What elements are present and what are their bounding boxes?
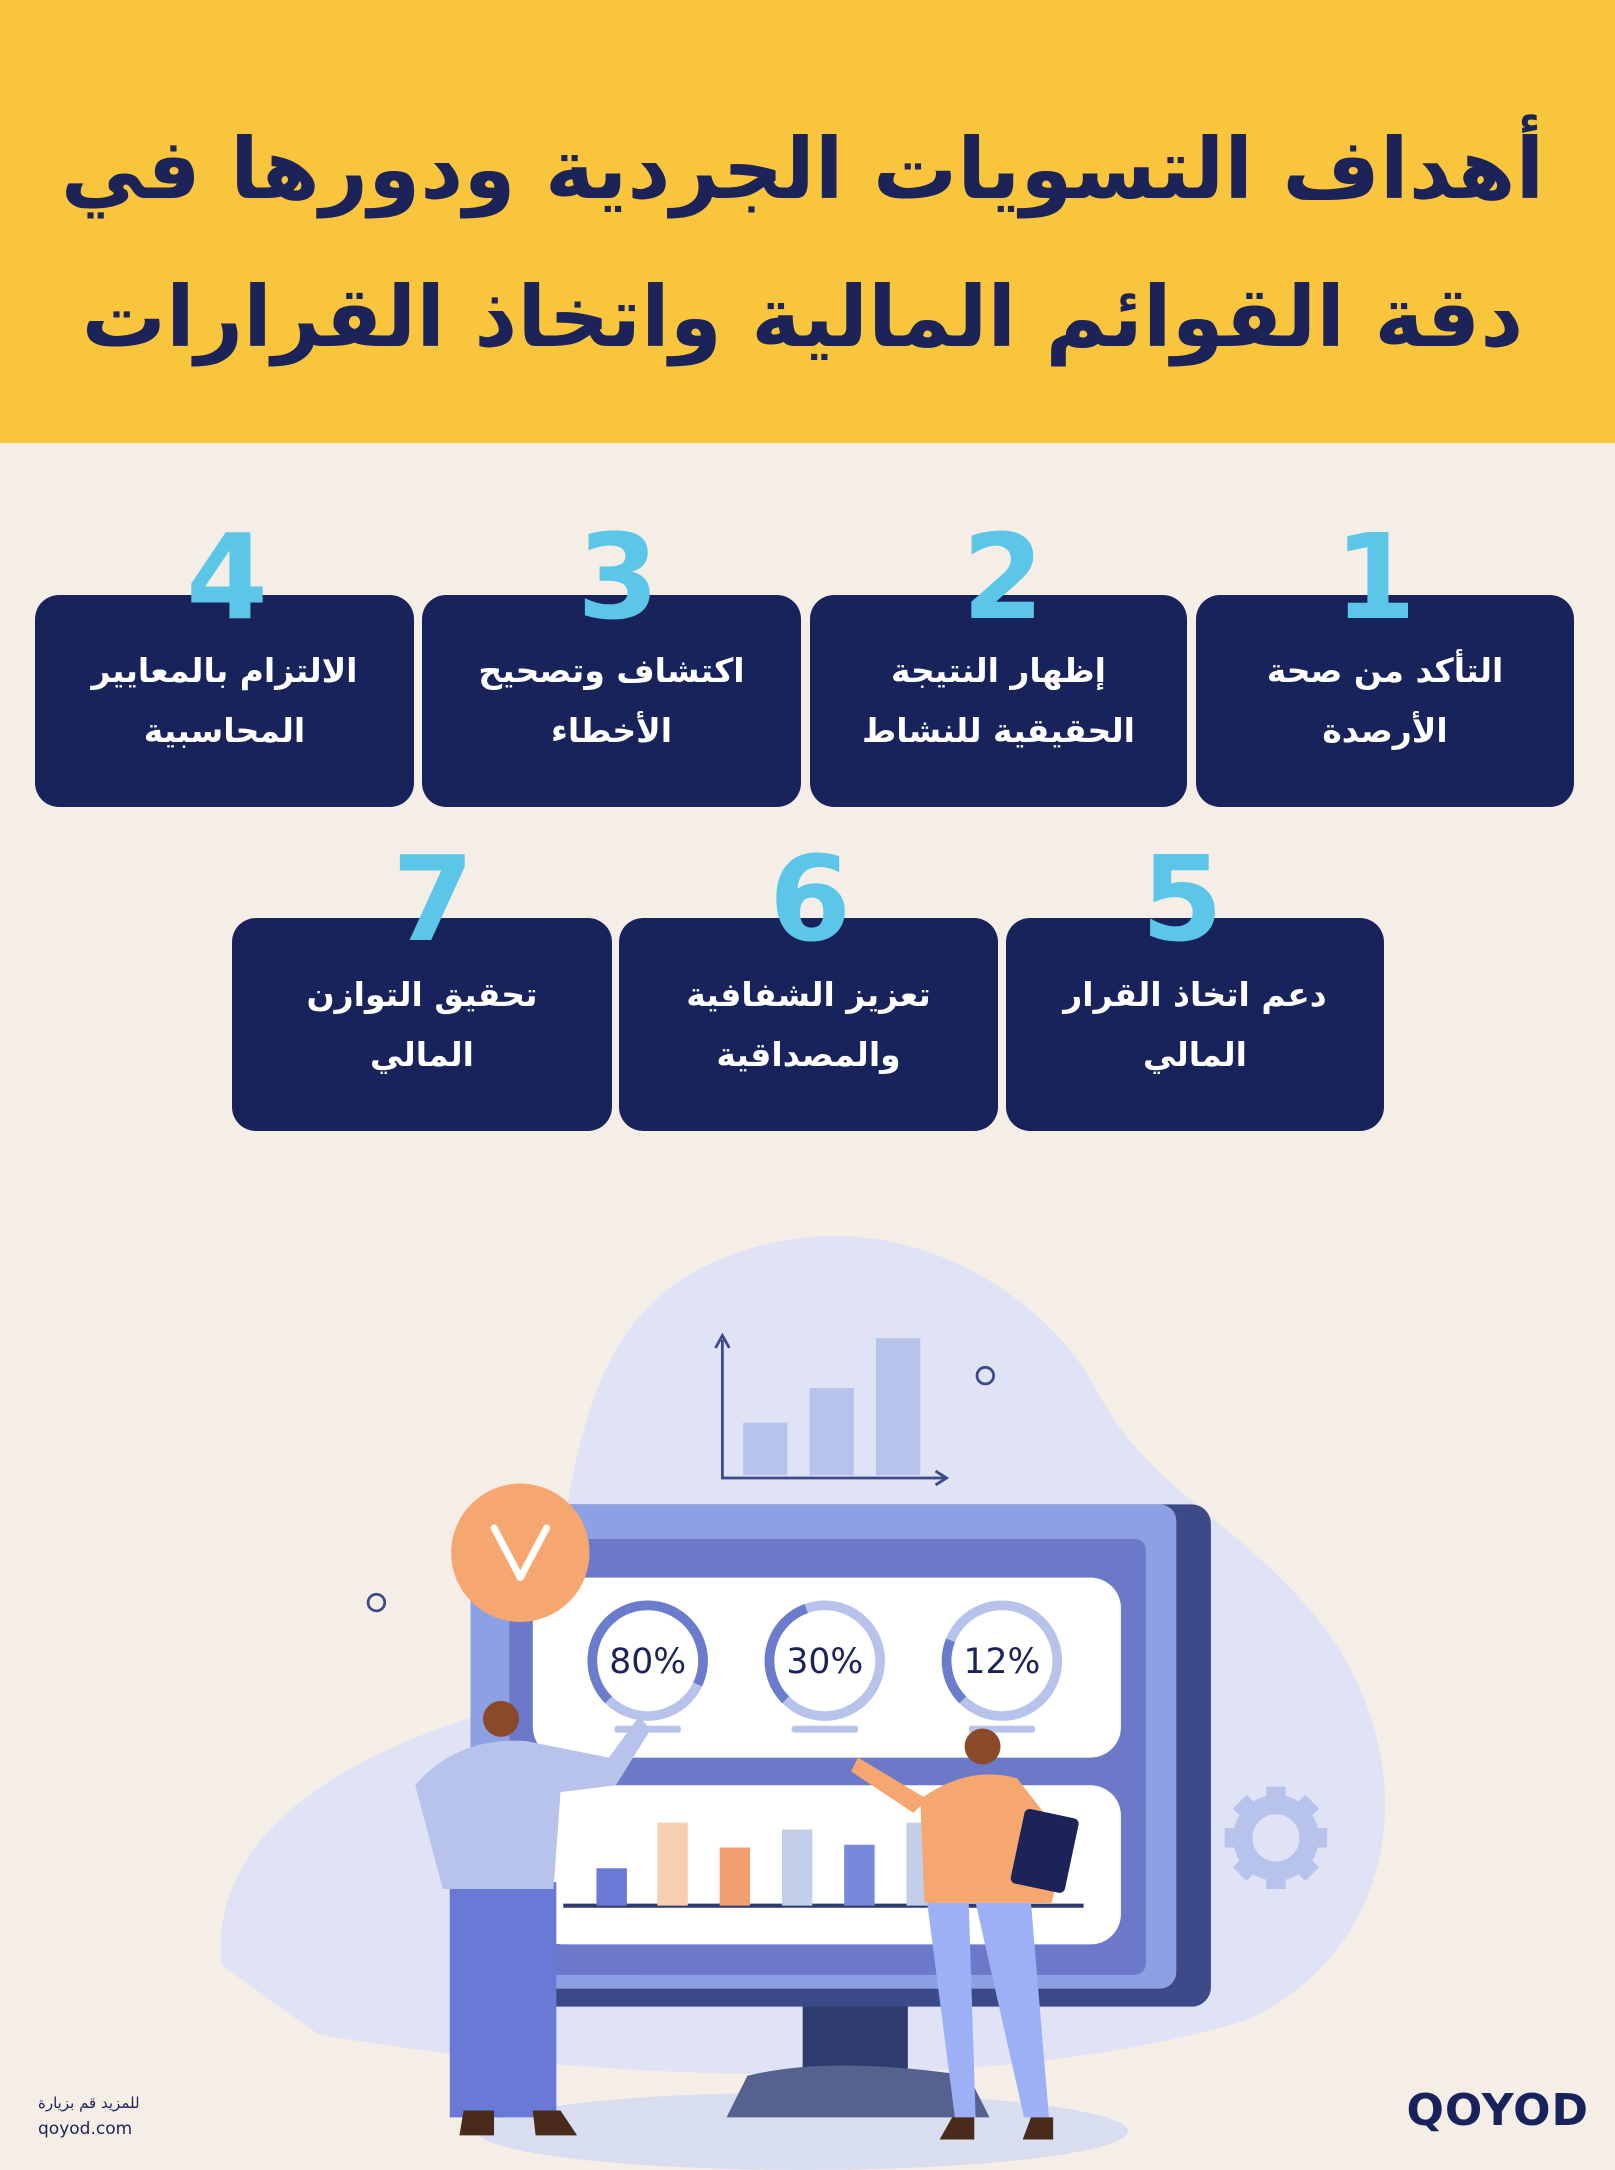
goal-number-2: 2: [961, 508, 1045, 646]
goal-number-1: 1: [1333, 508, 1417, 646]
goal-card-3: اكتشاف وتصحيح الأخطاء: [422, 595, 801, 807]
visit-label: للمزيد قم بزيارة: [38, 2094, 140, 2112]
goal-text: إظهار النتيجة الحقيقية للنشاط: [861, 651, 1135, 750]
goal-number-5: 5: [1140, 830, 1224, 968]
goal-text: الالتزام بالمعايير المحاسبية: [91, 651, 358, 750]
gauge-label: 80%: [609, 1642, 686, 1682]
goal-card-6: تعزيز الشفافية والمصداقية: [619, 918, 998, 1131]
goal-number-7: 7: [391, 830, 475, 968]
goal-number-6: 6: [768, 830, 852, 968]
goal-card-1: التأكد من صحة الأرصدة: [1196, 595, 1574, 807]
goal-text: تحقيق التوازن المالي: [306, 974, 538, 1074]
page-title: أهداف التسويات الجردية ودورها في دقة الق…: [30, 95, 1575, 391]
decor-circle: [975, 1365, 996, 1386]
man-figure: [415, 1700, 651, 2136]
header-banner: أهداف التسويات الجردية ودورها في دقة الق…: [0, 0, 1615, 443]
monitor-base: [726, 2065, 990, 2118]
gauge-arc: [587, 1600, 708, 1704]
goal-card-4: الالتزام بالمعايير المحاسبية: [35, 595, 414, 807]
goal-text: التأكد من صحة الأرصدة: [1266, 651, 1504, 750]
footer-visit: للمزيد قم بزيارة qoyod.com: [38, 2090, 140, 2142]
goal-number-4: 4: [185, 508, 269, 646]
check-icon: [451, 1483, 590, 1622]
bar-chart-icon: [714, 1332, 950, 1487]
website-link[interactable]: qoyod.com: [38, 2119, 133, 2139]
gauge-2: 30%: [764, 1600, 885, 1733]
title-line-1: أهداف التسويات الجردية ودورها في: [60, 120, 1545, 218]
gauge-label: 12%: [964, 1642, 1041, 1682]
gauge-1: 80%: [587, 1600, 708, 1733]
goal-text: دعم اتخاذ القرار المالي: [1063, 974, 1327, 1074]
goal-text: تعزيز الشفافية والمصداقية: [686, 974, 931, 1074]
title-line-2: دقة القوائم المالية واتخاذ القرارات: [81, 268, 1524, 366]
woman-figure: [851, 1728, 1079, 2140]
gauge-3: 12%: [941, 1600, 1063, 1733]
goal-text: اكتشاف وتصحيح الأخطاء: [478, 651, 745, 750]
goal-card-7: تحقيق التوازن المالي: [232, 918, 612, 1131]
gauge-label: 30%: [786, 1642, 863, 1682]
gauge-arc: [941, 1638, 967, 1704]
goal-number-3: 3: [576, 508, 660, 646]
goal-card-5: دعم اتخاذ القرار المالي: [1006, 918, 1384, 1131]
goal-card-2: إظهار النتيجة الحقيقية للنشاط: [810, 595, 1187, 807]
decor-circle: [366, 1592, 387, 1613]
gauge-arc: [764, 1603, 808, 1704]
qoyod-logo: QOYOD: [1406, 2085, 1589, 2136]
